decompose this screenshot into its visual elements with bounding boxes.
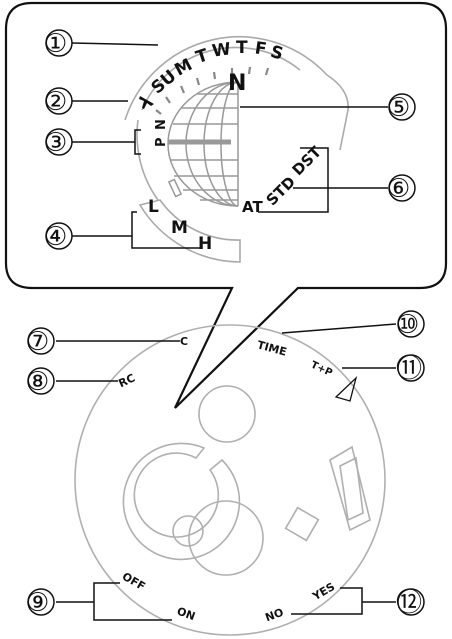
on-label: ON xyxy=(175,605,197,624)
callout-12: ⑫ xyxy=(396,588,422,618)
callout-9: ⑨ xyxy=(26,588,49,618)
callout-7: ⑦ xyxy=(26,327,49,357)
airplane-icon xyxy=(139,96,154,109)
level-h-label: H xyxy=(198,234,212,254)
callouts-bottom: ⑦ ⑧ ⑩ ⑪ ⑨ ⑫ xyxy=(26,310,425,618)
level-indicator xyxy=(167,178,183,198)
watch-face xyxy=(74,324,386,636)
day-f: F xyxy=(254,38,268,59)
leader-lines-bottom xyxy=(56,323,397,621)
dial-labels: C RC TIME T+P OFF ON NO YES xyxy=(117,335,358,625)
level-m-label: M xyxy=(171,218,188,238)
zoomed-dial xyxy=(124,36,349,263)
at-label: AT xyxy=(242,198,263,216)
callout-10: ⑩ xyxy=(396,310,419,340)
day-s: S xyxy=(268,42,285,65)
callout-5: ⑤ xyxy=(387,93,410,123)
callout-1: ① xyxy=(44,29,67,59)
c-label: C xyxy=(180,335,188,348)
callout-2: ② xyxy=(44,87,67,117)
callouts-top: ① ② ③ ④ ⑤ ⑥ xyxy=(44,29,416,252)
off-label: OFF xyxy=(120,570,148,593)
callout-11: ⑪ xyxy=(396,354,422,384)
yes-label: YES xyxy=(309,580,337,603)
callout-6: ⑥ xyxy=(387,174,410,204)
no-label: NO xyxy=(263,606,285,625)
north-label: N xyxy=(228,71,246,96)
tp-wedge-icon xyxy=(334,375,358,402)
callout-3: ③ xyxy=(44,128,67,158)
leader-lines-top xyxy=(71,42,388,249)
pn-p-label: P xyxy=(154,137,169,147)
rc-label: RC xyxy=(117,371,137,390)
day-w: W xyxy=(211,39,233,61)
pn-n-label: N xyxy=(154,119,169,130)
day-t2: T xyxy=(236,38,248,58)
tick-marks xyxy=(155,66,270,115)
level-l-label: L xyxy=(148,197,159,217)
callout-8: ⑧ xyxy=(26,367,49,397)
time-label: TIME xyxy=(256,338,288,358)
callout-4: ④ xyxy=(44,222,67,252)
